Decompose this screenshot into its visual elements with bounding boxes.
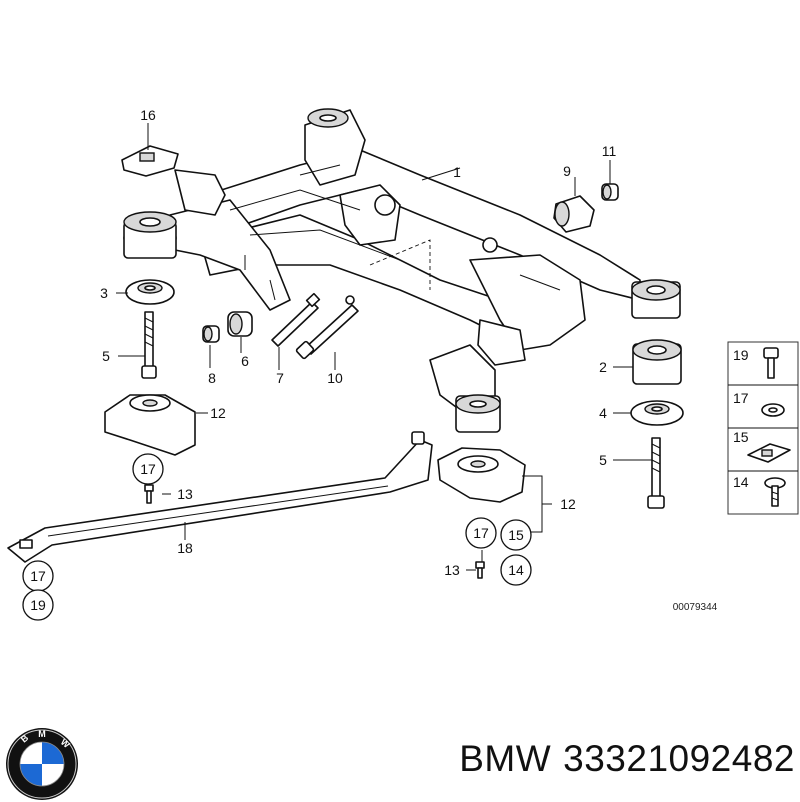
callout-4: 4 [599,405,607,421]
callout-19: 19 [30,597,46,613]
rear-axle-carrier [169,109,641,411]
callout-6: 6 [241,353,249,369]
bush-6 [227,311,253,337]
legend-17: 17 [733,390,749,406]
callout-5-right: 5 [599,452,607,468]
diagram-number: 00079344 [673,602,718,613]
mount-12-right [437,447,526,503]
bmw-logo: B M W [6,728,78,800]
brand-name: BMW [459,738,552,779]
circled-callouts: 17 17 15 14 17 19 [22,453,532,621]
callout-3: 3 [100,285,108,301]
logo-letter-b: B [19,732,31,744]
callout-17-right: 17 [473,525,489,541]
callout-12-left: 12 [210,405,226,421]
carrier-bushes [123,108,681,433]
bolt-5-left [141,311,157,379]
callout-18: 18 [177,540,193,556]
legend-clip-nut-icon [747,443,791,463]
part-caption: BMW 33321092482 [400,738,795,780]
callout-13-right: 13 [444,562,460,578]
bolt-5-right [647,437,665,509]
callout-14: 14 [508,562,524,578]
callout-13-left: 13 [177,486,193,502]
callout-11: 11 [602,143,617,159]
callout-12-right: 12 [560,496,576,512]
leader-lines [116,123,652,571]
screw-13-left [144,484,154,504]
bush-9 [553,195,595,233]
strut-18 [7,431,433,563]
callout-8: 8 [208,370,216,386]
washer-3 [125,279,175,305]
bolt-7 [271,292,321,347]
legend-19: 19 [733,347,749,363]
bush-2 [632,339,682,385]
washer-4 [630,400,684,426]
sleeve-11 [601,183,619,201]
legend-screw-icon [764,477,786,507]
legend-washer-icon [761,403,785,417]
callout-2: 2 [599,359,607,375]
callout-15: 15 [508,527,524,543]
plate-16 [121,145,179,177]
legend-bolt-icon [763,347,779,379]
callout-17-left: 17 [140,461,156,477]
sleeve-8 [202,325,220,343]
callout-10: 10 [327,370,343,386]
screw-13-right [475,561,485,579]
mount-12-left [104,394,196,456]
callout-17-strut: 17 [30,568,46,584]
legend-15: 15 [733,429,749,445]
callout-1: 1 [453,164,461,180]
callout-16: 16 [140,107,156,123]
logo-letter-m: M [38,729,46,739]
callout-labels: 16 1 9 11 3 5 12 13 8 6 7 10 2 4 5 18 12… [100,107,718,613]
legend-14: 14 [733,474,749,490]
bolt-10 [295,304,359,360]
part-number: 33321092482 [563,738,795,779]
callout-5-left: 5 [102,348,110,364]
callout-7: 7 [276,370,284,386]
callout-9: 9 [563,163,571,179]
fastener-legend: 19 17 15 14 [727,341,799,515]
